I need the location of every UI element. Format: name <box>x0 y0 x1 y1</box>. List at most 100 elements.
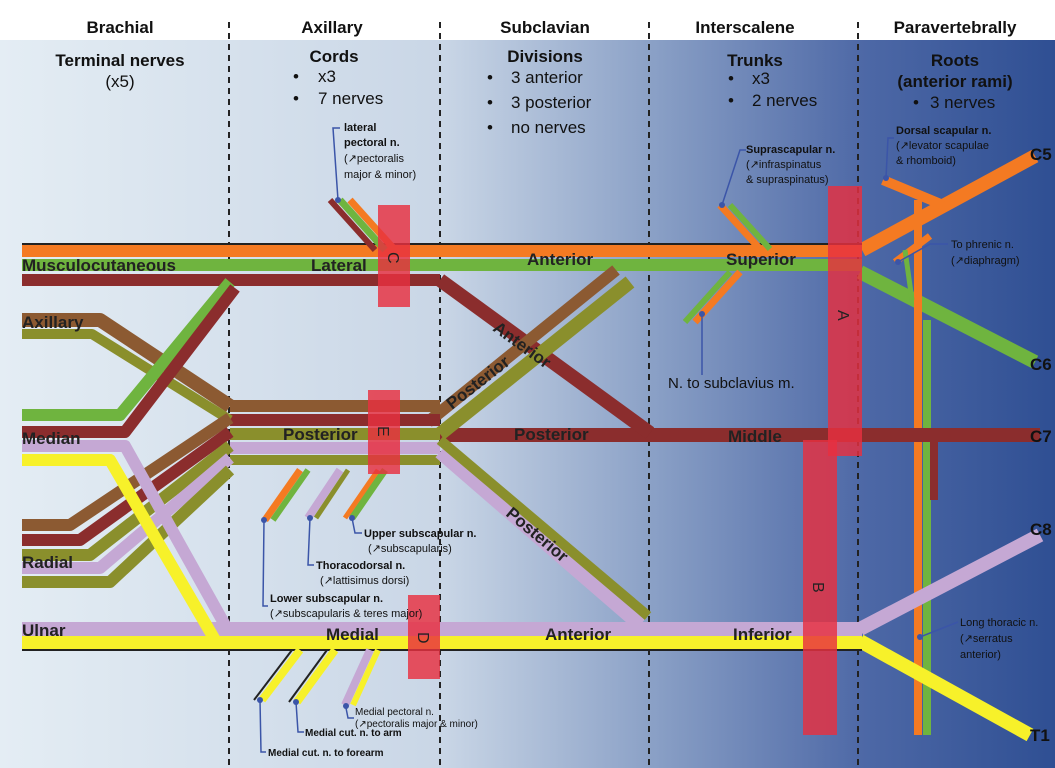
medial-cut-arm-branch-2 <box>288 649 328 703</box>
phrenic-label-2: (↗diaphragm) <box>951 255 1020 267</box>
label-anterior-division-inferior: Anterior <box>545 625 612 644</box>
bullet: • <box>913 93 919 112</box>
upper-subscapular-branch-2 <box>342 468 381 520</box>
subtitle-roots: Roots <box>931 51 979 70</box>
header-axillary: Axillary <box>301 18 363 37</box>
header-interscalene: Interscalene <box>695 18 794 37</box>
phrenic-label-1: To phrenic n. <box>951 239 1014 251</box>
label-middle-trunk: Middle <box>728 427 782 446</box>
thoracodorsal-branch <box>304 467 344 521</box>
label-lateral-cord: Lateral <box>311 256 367 275</box>
branch-labels: lateral pectoral n. (↗pectoralis major &… <box>268 122 1038 759</box>
radial-nerve-brown <box>22 413 234 531</box>
dorsal-scapular-label-2: (↗levator scapulae <box>896 140 989 152</box>
note-axillary-1: x3 <box>318 67 336 86</box>
label-c6: C6 <box>1030 355 1052 374</box>
bullet: • <box>487 68 493 87</box>
root-c5 <box>858 149 1039 257</box>
thoracodorsal-label-2: (↗lattisimus dorsi) <box>320 575 409 587</box>
bullet: • <box>293 89 299 108</box>
long-thoracic-label-3: anterior) <box>960 649 1001 661</box>
note-paravertebrally: 3 nerves <box>930 93 995 112</box>
lower-subscapular-branch <box>262 467 303 523</box>
subtitle-cords: Cords <box>309 47 358 66</box>
bullet: • <box>728 91 734 110</box>
medial-pectoral-label-1: Medial pectoral n. <box>355 707 434 718</box>
block-site-labels: A B C D E <box>374 252 851 644</box>
dorsal-scapular-label-3: & rhomboid) <box>896 155 956 167</box>
terminal-nerve-labels: Musculocutaneous Axillary Median Radial … <box>22 256 176 640</box>
lateral-pectoral-branch-green <box>337 197 388 253</box>
lower-subscapular-label-1: Lower subscapular n. <box>270 593 383 605</box>
upper-subscapular-label-2: (↗subscapularis) <box>368 543 452 555</box>
radial-nerve-darkred <box>22 427 234 546</box>
callout-lines <box>259 127 959 753</box>
lateral-pectoral-branch-darkred <box>327 197 378 253</box>
label-musculocutaneous: Musculocutaneous <box>22 256 176 275</box>
label-c7: C7 <box>1030 427 1052 446</box>
thoracodorsal-branch-2 <box>313 468 351 520</box>
root-c8 <box>856 528 1044 636</box>
median-nerve-darkred <box>22 284 240 438</box>
note-subclavian-3: no nerves <box>511 118 586 137</box>
header-paravertebrally: Paravertebrally <box>894 18 1017 37</box>
bullet: • <box>487 93 493 112</box>
suprascapular-label-2: (↗infraspinatus <box>746 159 822 171</box>
phrenic-branch <box>892 233 933 265</box>
dorsal-scapular-label-1: Dorsal scapular n. <box>896 125 991 137</box>
block-site-a <box>828 186 862 456</box>
block-sites <box>368 186 862 735</box>
bullet: • <box>487 118 493 137</box>
medial-cut-forearm-label: Medial cut. n. to forearm <box>268 748 384 759</box>
subtitle-trunks: Trunks <box>727 51 783 70</box>
median-nerve-lavender <box>22 440 231 628</box>
note-axillary-2: 7 nerves <box>318 89 383 108</box>
lateral-pectoral-label-2: pectoral n. <box>344 137 400 149</box>
medial-cut-forearm-branch-2 <box>253 649 293 701</box>
label-anterior-division-superior: Anterior <box>527 250 594 269</box>
label-axillary: Axillary <box>22 313 84 332</box>
block-site-d <box>408 595 440 679</box>
lateral-pectoral-label-3: (↗pectoralis <box>344 153 404 165</box>
header-brachial: Brachial <box>86 18 153 37</box>
column-notes: (x5) • x3 • 7 nerves • 3 anterior • 3 po… <box>105 67 995 137</box>
median-nerve-green <box>22 278 235 421</box>
thoracodorsal-label-1: Thoracodorsal n. <box>316 560 405 572</box>
note-brachial: (x5) <box>105 72 134 91</box>
label-c8: C8 <box>1030 520 1052 539</box>
superior-posterior-division-olive <box>435 276 635 440</box>
axillary-nerve-2 <box>22 329 233 425</box>
axillary-nerve <box>22 313 234 412</box>
medial-cut-forearm-branch <box>258 647 304 703</box>
callout-dots <box>257 175 923 709</box>
inferior-posterior-division-olive <box>436 436 652 620</box>
inferior-posterior-division-lavender <box>435 446 645 631</box>
column-subtitles: Terminal nerves Cords Divisions Trunks R… <box>55 47 1012 91</box>
dorsal-scapular-branch <box>881 175 945 210</box>
note-interscalene-1: x3 <box>752 69 770 88</box>
block-site-e <box>368 390 400 474</box>
label-t1: T1 <box>1030 726 1050 745</box>
subtitle-roots-2: (anterior rami) <box>897 72 1012 91</box>
subtitle-terminal-nerves: Terminal nerves <box>55 51 184 70</box>
bullet: • <box>293 67 299 86</box>
block-site-c <box>378 205 410 307</box>
subclavius-branch-2 <box>682 269 733 325</box>
lateral-pectoral-label-4: major & minor) <box>344 169 416 181</box>
medial-cut-arm-branch <box>293 647 339 705</box>
label-medial-cord: Medial <box>326 625 379 644</box>
block-site-c-label: C <box>384 252 401 264</box>
suprascapular-label-3: & supraspinatus) <box>746 174 829 186</box>
root-labels: C5 C6 C7 C8 T1 <box>1030 145 1052 745</box>
root-c6 <box>856 265 1039 369</box>
label-ulnar: Ulnar <box>22 621 66 640</box>
medial-pectoral-label-2: (↗pectoralis major & minor) <box>355 719 478 730</box>
suprascapular-label-1: Suprascapular n. <box>746 144 835 156</box>
block-site-d-label: D <box>414 632 431 644</box>
root-t1 <box>856 634 1034 742</box>
suprascapular-branch-2 <box>727 202 773 252</box>
header-subclavian: Subclavian <box>500 18 590 37</box>
lower-subscapular-label-2: (↗subscapularis & teres major) <box>270 608 422 620</box>
note-interscalene-2: 2 nerves <box>752 91 817 110</box>
